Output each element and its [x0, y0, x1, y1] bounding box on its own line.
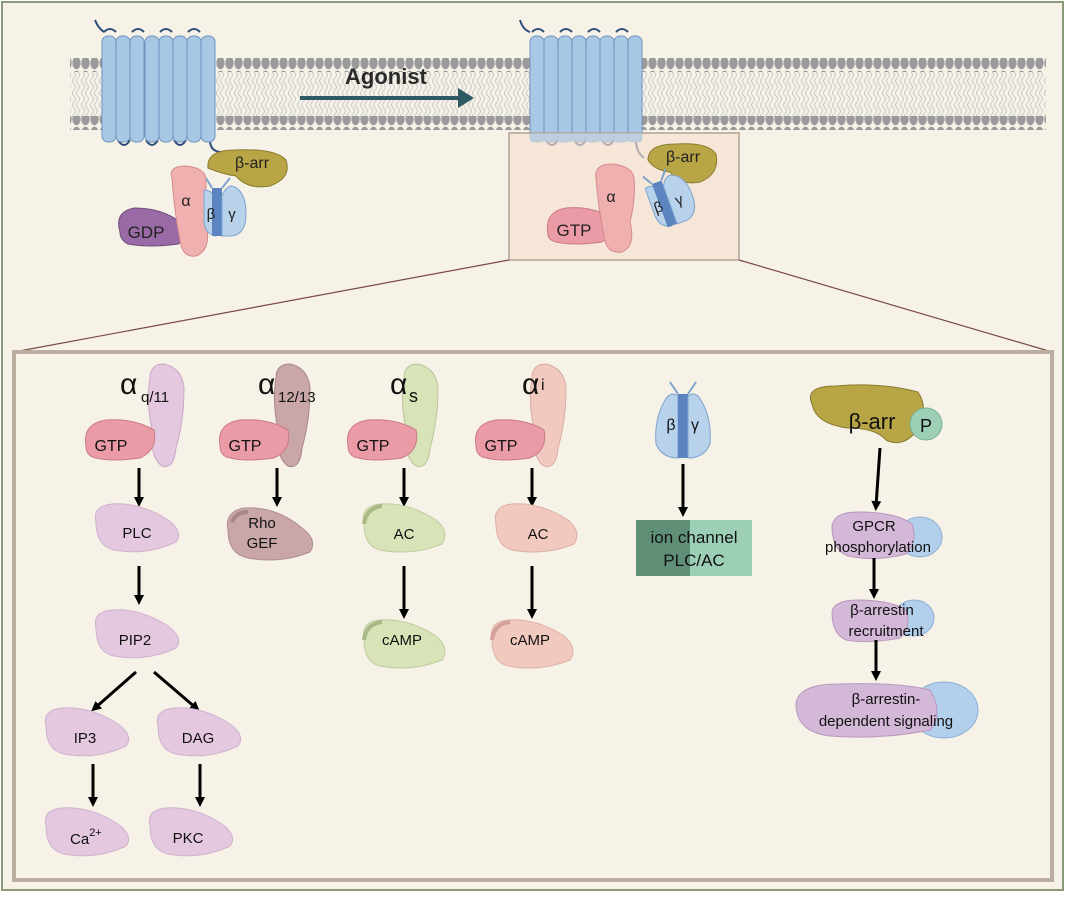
gq-alpha: α: [120, 368, 137, 401]
zoom-line-right: [738, 259, 1053, 353]
ion-channel-light: [690, 520, 752, 576]
gs-ac: AC: [394, 526, 415, 543]
gq-pip2: PIP2: [119, 632, 152, 649]
column-beta-gamma: β γ ion channel PLC/AC: [636, 381, 752, 576]
gq-gtp: GTP: [95, 438, 128, 455]
svg-text:GDP: GDP: [128, 223, 165, 242]
agonist-label: Agonist: [345, 64, 428, 89]
active-gtp-molecule: GTP: [546, 207, 612, 245]
gs-camp: cAMP: [382, 632, 422, 649]
svg-text:β-arr: β-arr: [235, 155, 270, 172]
barr-step2-line1: β-arrestin: [850, 602, 914, 619]
svg-text:GTP: GTP: [557, 221, 592, 240]
gs-alpha: α: [390, 368, 407, 401]
active-alpha-subunit: α: [595, 163, 635, 253]
barr-label: β-arr: [849, 409, 896, 434]
bg-gamma: γ: [691, 417, 699, 434]
gi-alpha: α: [522, 368, 539, 401]
svg-text:β: β: [207, 206, 216, 223]
barr-step3-line1: β-arrestin-: [852, 691, 921, 708]
gi-ac: AC: [528, 526, 549, 543]
inactive-beta-arrestin: β-arr: [207, 149, 288, 188]
inactive-receptor: [94, 19, 223, 153]
svg-text:α: α: [181, 193, 190, 210]
barr-step1-line1: GPCR: [852, 518, 896, 535]
g12-gtp: GTP: [229, 438, 262, 455]
gq-ip3: IP3: [74, 730, 97, 747]
gs-gtp: GTP: [357, 438, 390, 455]
g12-subscript: 12/13: [278, 389, 316, 406]
bg-plc-ac: PLC/AC: [663, 551, 724, 570]
gq-subscript: q/11: [141, 389, 169, 406]
gi-subscript: i: [541, 377, 545, 394]
barr-phosphate: P: [920, 416, 932, 436]
arrow-pip2-ip3: [91, 670, 137, 712]
gq-plc: PLC: [122, 525, 151, 542]
agonist-arrow: Agonist: [300, 64, 474, 108]
svg-text:β-arr: β-arr: [666, 149, 701, 166]
gq-pkc: PKC: [173, 830, 204, 847]
ion-channel-dark: [636, 520, 690, 576]
zoom-line-left: [13, 259, 510, 353]
active-beta-arrestin: β-arr: [647, 143, 718, 184]
svg-text:γ: γ: [228, 206, 236, 223]
gs-subscript: s: [409, 386, 418, 406]
g12-alpha: α: [258, 368, 275, 401]
column-gi: α i GTP AC cAMP: [474, 363, 578, 669]
column-beta-arrestin: β-arr P GPCR phosphorylation β-arrestin …: [795, 384, 979, 739]
gq-dag: DAG: [182, 730, 215, 747]
gi-camp: cAMP: [510, 632, 550, 649]
gi-gtp: GTP: [485, 438, 518, 455]
g12-rho: Rho: [248, 515, 276, 532]
bg-ion-channel: ion channel: [651, 528, 738, 547]
arrow-barr-phos: [871, 447, 882, 511]
bg-beta: β: [666, 417, 675, 434]
svg-text:α: α: [606, 189, 615, 206]
column-g1213: α 12/13 GTP Rho GEF: [218, 363, 316, 561]
g12-gef: GEF: [247, 535, 278, 552]
arrow-pip2-dag: [153, 670, 200, 712]
column-gq11: α q/11 GTP PLC PIP2 IP3 DAG Ca2+ PKC: [44, 363, 242, 857]
active-beta-gamma: β γ: [642, 168, 696, 228]
barr-step1-line2: phosphorylation: [825, 539, 931, 556]
barr-step2-line2: recruitment: [848, 623, 924, 640]
inactive-beta-gamma: β γ: [203, 177, 247, 237]
gq-calcium: Ca2+: [70, 827, 102, 848]
column-gs: α s GTP AC cAMP: [346, 363, 446, 669]
barr-step3-line2: dependent signaling: [819, 713, 953, 730]
